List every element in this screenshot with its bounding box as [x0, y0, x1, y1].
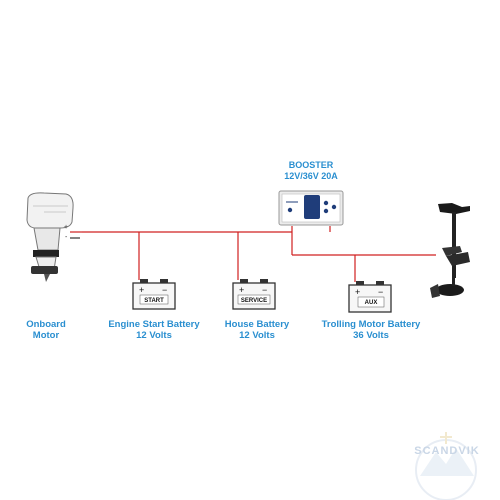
aux-battery-negative: − — [378, 287, 383, 297]
booster-title: BOOSTER 12V/36V 20A — [268, 160, 354, 181]
scandvik-watermark: SCANDVIK — [414, 445, 480, 457]
start-battery-negative: − — [162, 285, 167, 295]
booster-button-icon — [287, 207, 293, 213]
booster-display-panel — [304, 195, 320, 219]
house-battery-plate: SERVICE — [241, 298, 267, 304]
aux-battery-icon: + − AUX — [348, 281, 392, 313]
start-battery-plate: START — [144, 298, 164, 304]
house-battery-label: House Battery 12 Volts — [224, 319, 290, 341]
booster-device-icon — [278, 190, 344, 226]
booster-title-line2: 12V/36V 20A — [284, 170, 338, 181]
wiring — [82, 226, 436, 282]
outboard-motor-icon: + - — [26, 192, 82, 282]
house-battery-positive: + — [239, 285, 244, 295]
house-battery-negative: − — [262, 285, 267, 295]
start-battery-icon: + − START — [132, 279, 176, 310]
start-battery-label: Engine Start Battery 12 Volts — [108, 319, 200, 341]
scandvik-logo-icon — [415, 432, 477, 500]
propeller-icon — [430, 284, 440, 298]
aux-battery-positive: + — [355, 287, 360, 297]
aux-battery-label: Trolling Motor Battery 36 Volts — [321, 319, 421, 341]
motor-positive-terminal: + — [64, 224, 68, 231]
house-battery-icon: + − SERVICE — [232, 279, 276, 310]
motor-negative-terminal: - — [65, 234, 68, 241]
trolling-motor-icon — [430, 203, 470, 298]
aux-battery-plate: AUX — [365, 300, 378, 306]
start-battery-positive: + — [139, 285, 144, 295]
booster-title-line1: BOOSTER — [288, 160, 334, 170]
onboard-motor-label: Onboard Motor — [26, 319, 66, 341]
